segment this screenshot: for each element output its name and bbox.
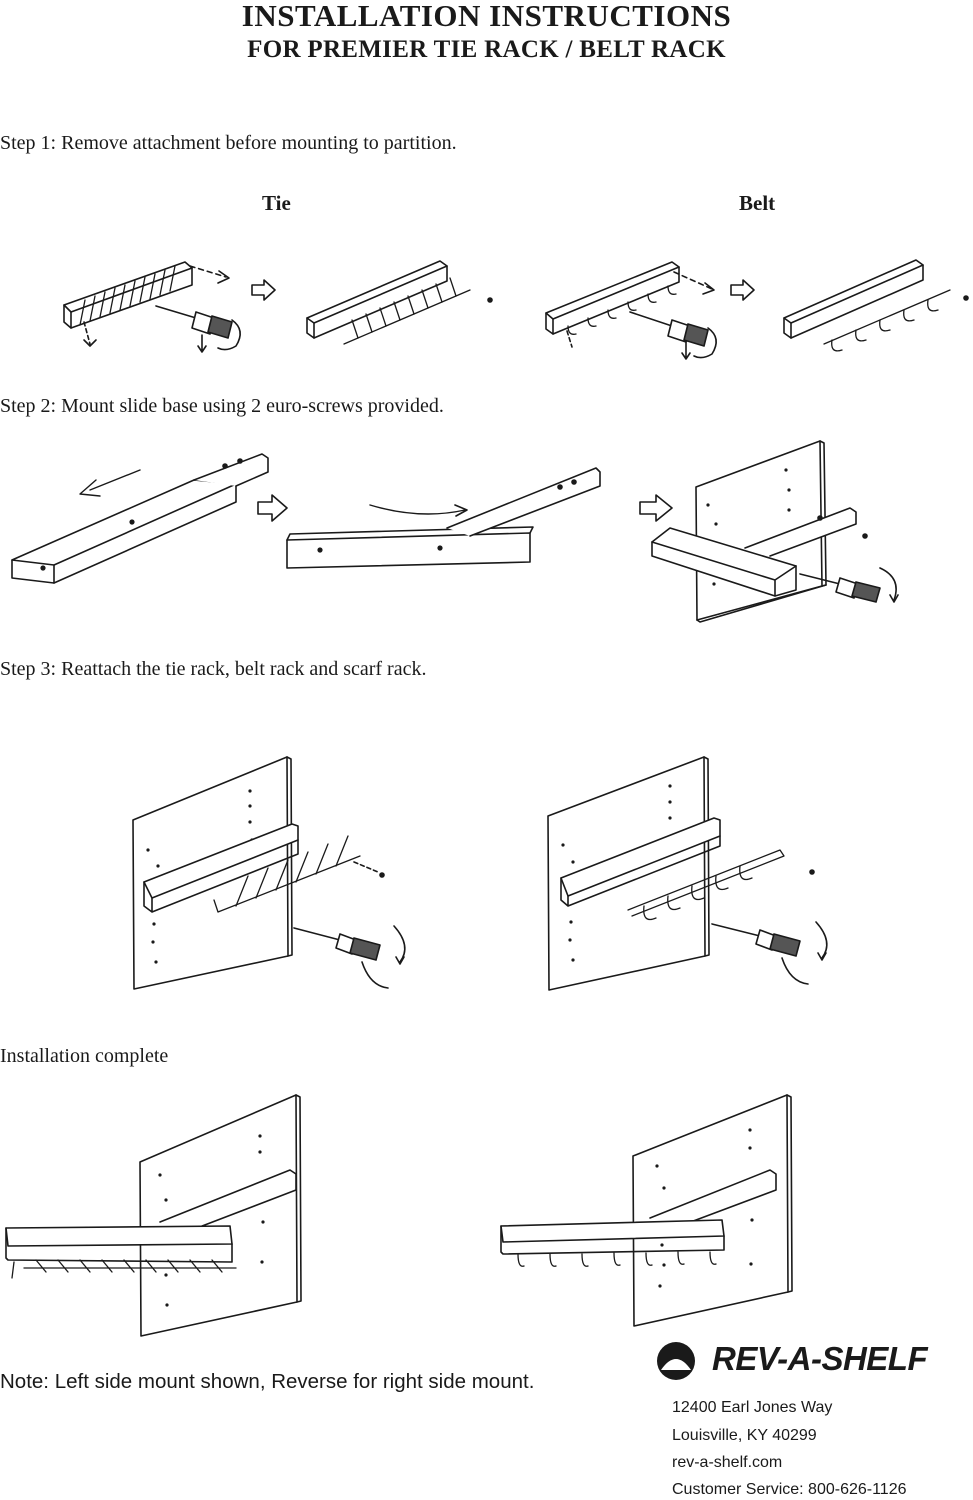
page-title: INSTALLATION INSTRUCTIONS: [241, 0, 732, 33]
complete-belt-rack: [500, 1094, 793, 1327]
belt-rack-assembled: [545, 261, 715, 348]
screwdriver-icon: [155, 305, 241, 353]
installation-complete-label: Installation complete: [0, 1045, 169, 1067]
belt-column-label: Belt: [739, 191, 776, 215]
arrow-right-icon: [730, 279, 755, 301]
arrow-right-icon: [257, 494, 288, 522]
step-3-label: Step 3: Reattach the tie rack, belt rack…: [0, 658, 427, 680]
partition-belt-reattach: [547, 756, 815, 991]
slide-base-rotated: [286, 467, 601, 569]
mount-note: Note: Left side mount shown, Reverse for…: [0, 1370, 535, 1393]
screwdriver-icon: [711, 921, 828, 985]
arrow-right-icon: [639, 494, 673, 522]
screwdriver-icon: [293, 925, 406, 989]
screwdriver-icon: [799, 567, 899, 603]
address-line-2: Louisville, KY 40299: [672, 1427, 817, 1444]
tie-rack-exploded: [306, 260, 493, 345]
brand-wordmark: REV-A-SHELF: [712, 1340, 928, 1377]
tie-column-label: Tie: [262, 191, 291, 215]
partition-tie-reattach: [132, 756, 385, 990]
website: rev-a-shelf.com: [672, 1454, 783, 1471]
step-1-label: Step 1: Remove attachment before mountin…: [0, 132, 457, 154]
rev-a-shelf-logo: [657, 1342, 695, 1380]
slide-base-extended: [11, 453, 269, 584]
belt-rack-exploded: [783, 259, 969, 352]
address-line-1: 12400 Earl Jones Way: [672, 1399, 833, 1416]
arrow-right-icon: [251, 279, 276, 301]
tie-rack-assembled: [63, 261, 230, 347]
screwdriver-icon: [629, 311, 717, 360]
complete-tie-rack: [5, 1094, 302, 1337]
customer-service: Customer Service: 800-626-1126: [672, 1481, 907, 1498]
partition-with-slide: [651, 440, 868, 623]
page-subtitle: FOR PREMIER TIE RACK / BELT RACK: [247, 36, 726, 63]
step-2-label: Step 2: Mount slide base using 2 euro-sc…: [0, 395, 444, 417]
